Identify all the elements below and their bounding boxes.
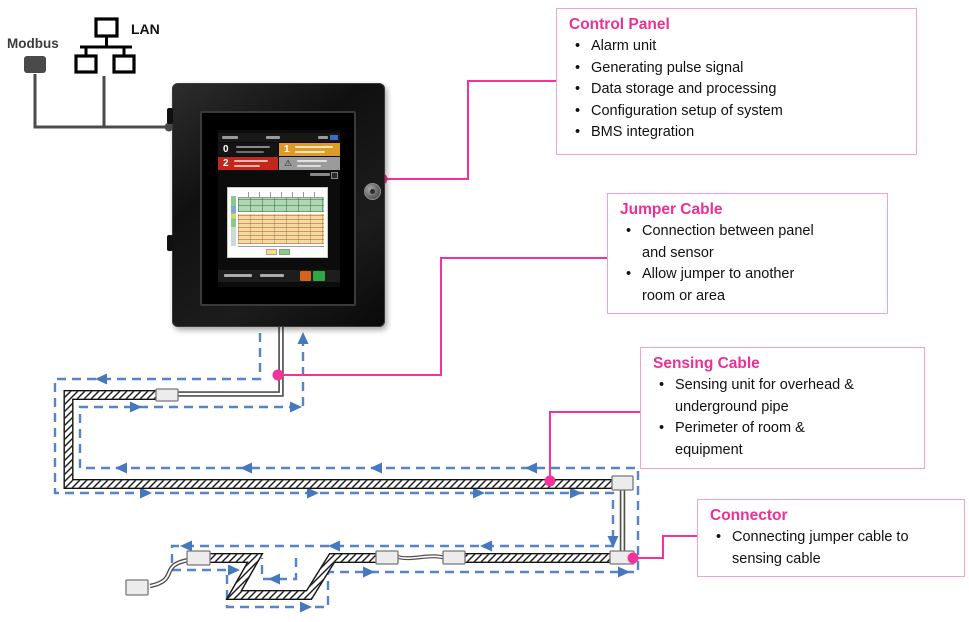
bottom-text-placeholder: [260, 274, 284, 277]
sensing-cable-lower-left-dip: [210, 553, 378, 600]
control-panel-callout: Control Panel Alarm unit Generating puls…: [556, 8, 917, 155]
callout-bullet-list: Connection between panel and sensor Allo…: [620, 221, 875, 307]
callout-bullet: BMS integration: [569, 122, 904, 144]
screen-toolbar-strip: [218, 171, 340, 179]
jumper-cable-mid-span: [397, 554, 446, 561]
enclosure-hinge-top: [167, 108, 173, 124]
callout-bullet: Perimeter of room & equipment: [653, 418, 912, 461]
plan-legend-yellow: [266, 249, 277, 255]
wire-junction-dot: [164, 122, 174, 132]
callout-bullet-list: Connecting jumper cable to sensing cable: [710, 527, 952, 570]
screen-status-bar: [218, 133, 340, 142]
modbus-label: Modbus: [7, 36, 59, 51]
reset-button[interactable]: [313, 271, 325, 281]
tile-text-placeholder: [234, 165, 260, 167]
tile-text-placeholder: [295, 146, 333, 148]
toolbar-button[interactable]: [331, 172, 338, 179]
callout-title: Jumper Cable: [620, 201, 723, 218]
tile-text-placeholder: [236, 151, 264, 153]
callout-bullet: Data storage and processing: [569, 79, 904, 101]
sensing-cable-callout: Sensing Cable Sensing unit for overhead …: [640, 347, 925, 469]
leader-control-panel: [382, 80, 556, 180]
status-indicator-chip: [330, 135, 338, 140]
screen-bottom-bar: [218, 270, 340, 282]
connector-mid-b: [375, 550, 399, 565]
callout-bullet: Configuration setup of system: [569, 101, 904, 123]
alarm-count-0: 0: [223, 144, 229, 155]
callout-bullet: Sensing unit for overhead & underground …: [653, 375, 912, 418]
screen-bezel: 0 1 2 ⚠: [200, 111, 356, 306]
connector-jumper-to-sensing: [155, 388, 179, 402]
plan-side-rooms: [231, 196, 236, 246]
alarm-tile-fault[interactable]: ⚠: [279, 157, 340, 170]
end-of-line-cap: [125, 579, 149, 596]
leader-sensing-cable: [549, 411, 640, 481]
enclosure-hinge-bottom: [167, 235, 173, 251]
plan-green-zone: [238, 198, 324, 212]
leader-jumper-cable: [278, 257, 607, 376]
alarm-tile-warning-1[interactable]: 1: [279, 143, 340, 156]
jumper-cable-tail: [149, 557, 190, 589]
tile-text-placeholder: [297, 165, 321, 167]
status-text-placeholder: [318, 136, 328, 139]
leader-connector: [633, 535, 697, 559]
modbus-node-icon: [24, 56, 46, 73]
callout-title: Sensing Cable: [653, 355, 760, 372]
status-text-placeholder: [222, 136, 238, 139]
tile-text-placeholder: [295, 151, 325, 153]
bottom-text-placeholder: [224, 274, 252, 277]
direction-arrows: [95, 332, 630, 613]
cable-connectors: [125, 388, 635, 596]
tile-text-placeholder: [236, 146, 270, 148]
floor-plan-drawing: [238, 192, 324, 252]
enclosure-lock[interactable]: [364, 183, 381, 200]
sensing-cable-main-run: [63, 390, 614, 489]
jumper-cable-callout: Jumper Cable Connection between panel an…: [607, 193, 888, 314]
mute-button[interactable]: [300, 271, 311, 281]
toolbar-text-placeholder: [310, 173, 330, 176]
connector-tail: [186, 550, 211, 566]
connector-callout: Connector Connecting jumper cable to sen…: [697, 499, 965, 577]
connector-mid-a: [442, 550, 466, 565]
tile-text-placeholder: [297, 160, 327, 162]
callout-leaders: [278, 80, 697, 559]
callout-bullet-list: Alarm unit Generating pulse signal Data …: [569, 36, 904, 144]
callout-bullet: Connecting jumper cable to sensing cable: [710, 527, 952, 570]
touchscreen-display[interactable]: 0 1 2 ⚠: [218, 130, 340, 287]
control-panel-enclosure: 0 1 2 ⚠: [167, 83, 385, 327]
alarm-count-2: 2: [223, 158, 229, 169]
floor-plan-view[interactable]: [227, 187, 328, 258]
callout-bullet: Generating pulse signal: [569, 58, 904, 80]
status-text-placeholder: [266, 136, 280, 139]
plan-rack-zone: [238, 214, 324, 244]
jumper-cable-panel: [166, 326, 284, 397]
callout-bullet: Alarm unit: [569, 36, 904, 58]
alarm-tile-alarm-2[interactable]: 2: [218, 157, 278, 170]
callout-bullet: Connection between panel and sensor: [620, 221, 875, 264]
connector-main-run-end: [611, 475, 634, 491]
plan-footer-row: [238, 246, 324, 252]
callout-title: Connector: [710, 507, 788, 524]
plan-header-row: [238, 192, 324, 198]
callout-title: Control Panel: [569, 16, 670, 33]
lan-network-icon: [74, 17, 136, 74]
alarm-count-1: 1: [284, 144, 290, 155]
field-bus-wires: [33, 74, 169, 129]
callout-bullet-list: Sensing unit for overhead & underground …: [653, 375, 912, 461]
plan-legend-green: [279, 249, 290, 255]
lan-label: LAN: [131, 21, 160, 37]
alarm-tile-zones[interactable]: 0: [218, 143, 278, 156]
tile-text-placeholder: [234, 160, 268, 162]
callout-bullet: Allow jumper to another room or area: [620, 264, 875, 307]
warning-triangle-icon: ⚠: [284, 158, 293, 168]
